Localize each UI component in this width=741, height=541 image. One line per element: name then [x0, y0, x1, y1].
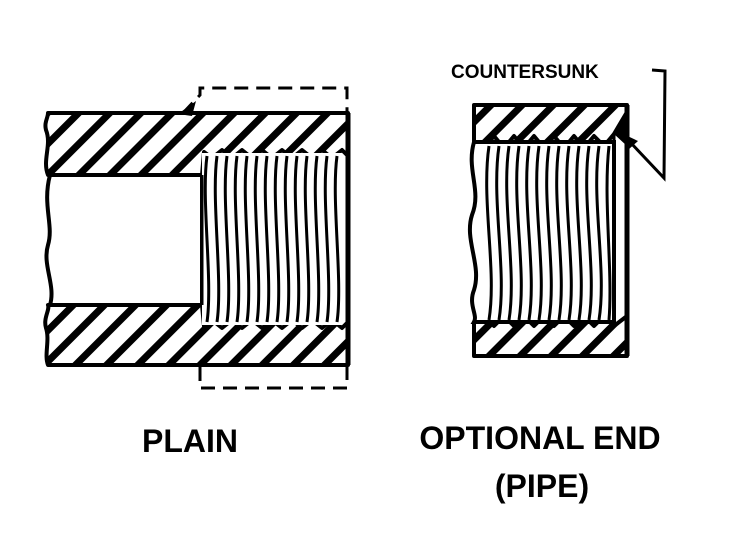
pipe-label: (PIPE)	[495, 468, 589, 504]
plain-threads	[202, 153, 342, 325]
plain-fitting	[43, 86, 351, 390]
leader-arrow-icon	[621, 133, 638, 150]
countersunk-leader-line	[628, 68, 667, 182]
arrow-head-icon	[178, 101, 196, 116]
plain-label: PLAIN	[142, 423, 238, 459]
optional-end-fitting	[467, 68, 667, 358]
plain-bore	[44, 173, 204, 307]
optional-threads	[467, 140, 616, 324]
optional-end-label: OPTIONAL END	[419, 420, 660, 456]
optional-bottom-wall	[472, 314, 629, 358]
optional-end-dashed-outline-bottom	[198, 367, 349, 390]
countersunk-label: COUNTERSUNK	[451, 62, 599, 83]
optional-end-dashed-outline-top	[181, 86, 349, 115]
